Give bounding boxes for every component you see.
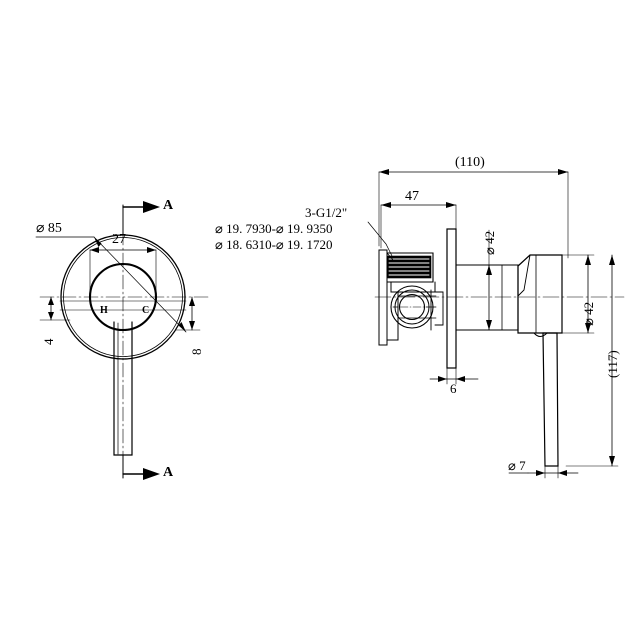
dim110-arrow-left [379,169,389,175]
dim110-arrow-right [558,169,568,175]
label-dim-4: 4 [41,338,56,346]
dim7-arrow-left [536,470,545,476]
dia85-arrowhead-inner [94,237,102,247]
label-dia-42-knob: ⌀ 42 [581,301,596,326]
label-thread-callout: 3-G1/2" [305,205,348,220]
dim4-arrow-bottom [48,312,54,320]
label-section-a-top: A [163,198,174,213]
dim6-arrow-left [438,376,447,382]
label-dia-42-body: ⌀ 42 [482,230,497,255]
dia85-leader-diagonal [93,236,187,333]
label-height-117: (117) [605,350,620,378]
knob-head-bevel [517,254,531,297]
dim27-arrow-left [90,247,99,253]
dim6-arrow-right [456,376,465,382]
inlet-chamfer [386,252,394,261]
dim47-arrow-right [446,202,456,208]
label-dim-27: 27 [112,232,126,247]
side-section-view-geometry [367,169,625,479]
label-dim-8: 8 [189,348,204,356]
valve-port-inner-circle [398,293,426,321]
label-dia-7: ⌀ 7 [508,458,526,473]
knob-head-outline [517,254,563,334]
label-len-110: (110) [455,155,485,170]
dim47-arrow-left [381,202,391,208]
knob-base-boss [533,332,548,337]
label-thread-tolerance-major: ⌀ 19. 7930-⌀ 19. 9350 [215,221,333,236]
section-arrowhead-top [143,201,160,213]
dim8-arrow-top [189,297,195,306]
valve-right-flange [434,291,444,326]
dim117-arrow-top [609,255,615,265]
section-arrowhead-bottom [143,468,160,480]
label-len-47: 47 [405,189,419,204]
inlet-bracket-plate [378,249,388,346]
thread-callout-leader [367,221,393,257]
wall-plate-rect [446,228,457,369]
side-lever-handle [542,332,559,467]
inlet-thread-outline [386,252,434,283]
dim7-arrow-right [558,470,567,476]
dim42knob-arrow-top [585,255,591,265]
dim42knob-arrow-bottom [585,323,591,333]
label-len-6: 6 [450,381,457,396]
dim4-arrow-top [48,297,54,305]
valve-port-horizontal-ribs [397,295,437,319]
label-dia-85: ⌀ 85 [36,221,62,236]
label-thread-tolerance-minor: ⌀ 18. 6310-⌀ 19. 1720 [215,237,333,252]
dim42body-arrow-top [486,265,492,275]
dim42body-arrow-bottom [486,320,492,330]
valve-neck-outline [390,281,436,293]
dia85-arrowhead-outer [178,322,186,332]
dim27-arrow-right [147,247,156,253]
dim8-arrow-bottom [189,321,195,330]
label-cold: C [142,305,150,316]
dim117-arrow-bottom [609,456,615,466]
label-section-a-bottom: A [163,465,174,480]
front-view-geometry [35,201,209,480]
inlet-thread-lines [388,258,430,276]
label-hot: H [100,305,108,316]
